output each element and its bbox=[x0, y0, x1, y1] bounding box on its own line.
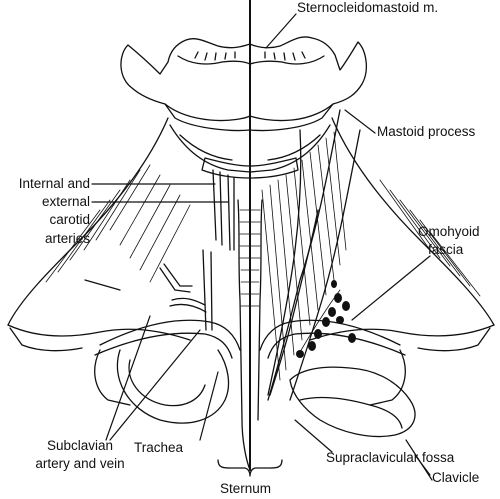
label-omohyoid-line2: fascia bbox=[428, 242, 464, 257]
label-trachea: Trachea bbox=[134, 440, 184, 455]
label-clavicle: Clavicle bbox=[432, 470, 480, 485]
label-mastoid-process: Mastoid process bbox=[377, 124, 476, 139]
label-supraclavicular-fossa: Supraclavicular fossa bbox=[326, 450, 455, 465]
label-omohyoid-line1: Omohyoid bbox=[418, 224, 480, 239]
label-carotid-line1: Internal and bbox=[18, 176, 90, 191]
label-carotid-line3: carotid bbox=[49, 212, 90, 227]
sternum-bracket bbox=[217, 459, 283, 477]
label-sternocleidomastoid: Sternocleidomastoid m. bbox=[297, 0, 439, 15]
neck-muscles-illustration bbox=[7, 109, 495, 401]
label-carotid-line2: external bbox=[41, 194, 90, 209]
label-subclavian-line2: artery and vein bbox=[35, 456, 125, 471]
mandible-illustration bbox=[120, 36, 368, 132]
label-sternum: Sternum bbox=[220, 481, 272, 496]
clavicle-illustration bbox=[94, 319, 416, 438]
label-subclavian-line1: Subclavian bbox=[46, 438, 114, 453]
carotid-and-trachea-illustration bbox=[159, 169, 263, 471]
label-carotid-line4: arteries bbox=[44, 231, 90, 246]
leader-lines bbox=[91, 13, 433, 481]
lymph-nodes-illustration bbox=[296, 280, 356, 358]
